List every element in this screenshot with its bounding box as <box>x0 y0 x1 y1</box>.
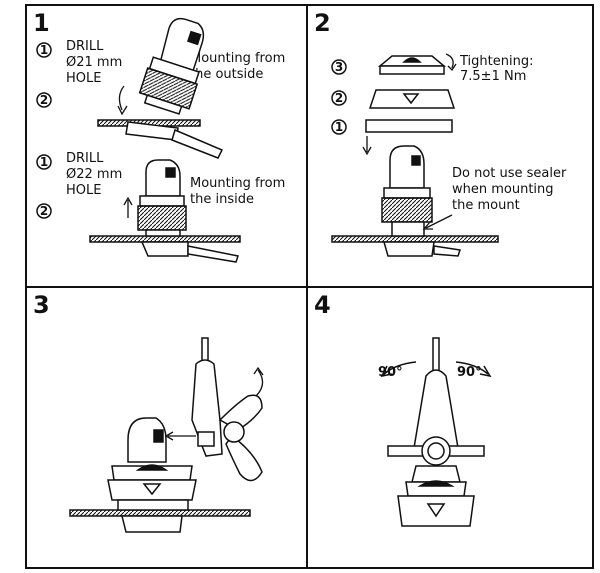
sealer-note: Do not use sealer <box>452 166 567 181</box>
panel-3: 3 <box>33 291 264 533</box>
panel-number: 2 <box>314 9 331 37</box>
torque-value: 7.5±1 Nm <box>460 69 526 84</box>
drill-size: Ø22 mm <box>66 167 122 182</box>
antenna-illustration <box>191 337 263 482</box>
angle-label-right: 90° <box>457 365 482 380</box>
panel-number: 4 <box>314 291 331 319</box>
svg-text:1: 1 <box>335 120 343 134</box>
angle-label-left: 90° <box>378 365 403 380</box>
drill-hole: HOLE <box>66 71 101 86</box>
step-marker: 1 <box>36 154 52 170</box>
svg-text:2: 2 <box>40 93 48 107</box>
step-marker: 1 <box>36 42 52 58</box>
caption-outside: Mounting from <box>190 51 285 66</box>
drill-label: DRILL <box>66 151 104 166</box>
panel-number: 3 <box>33 291 50 319</box>
sealer-note: when mounting <box>452 182 554 197</box>
svg-text:3: 3 <box>335 60 343 74</box>
caption-inside: Mounting from <box>190 176 285 191</box>
panel-number: 1 <box>33 9 50 37</box>
step-marker: 2 <box>36 92 52 108</box>
step-marker: 2 <box>36 203 52 219</box>
panel-4: 4 90° 90° <box>314 291 492 527</box>
mount-illustration <box>331 145 499 257</box>
tightening-label: Tightening: <box>459 54 533 69</box>
mount-illustration <box>69 417 251 533</box>
sealer-note: the mount <box>452 198 520 213</box>
panel-2: 2 3 2 1 Tightening: 7.5±1 Nm Do not use … <box>314 9 567 257</box>
part-marker: 2 <box>331 90 347 106</box>
caption-outside: the outside <box>190 67 263 82</box>
panel-1: 1 1 DRILL Ø21 mm HOLE 2 1 DRILL Ø22 mm H… <box>33 9 285 263</box>
svg-text:2: 2 <box>335 91 343 105</box>
washer-part <box>365 119 453 133</box>
mount-outside-illustration <box>97 17 224 159</box>
svg-text:1: 1 <box>40 155 48 169</box>
part-marker: 3 <box>331 59 347 75</box>
part-marker: 1 <box>331 119 347 135</box>
antenna-upright-illustration <box>387 337 485 527</box>
svg-text:2: 2 <box>40 204 48 218</box>
drill-label: DRILL <box>66 39 104 54</box>
drill-size: Ø21 mm <box>66 55 122 70</box>
panel-grid <box>25 4 594 569</box>
svg-text:1: 1 <box>40 43 48 57</box>
caption-inside: the inside <box>190 192 254 207</box>
nut-part <box>368 89 456 109</box>
cap-part <box>377 55 447 75</box>
drill-hole: HOLE <box>66 183 101 198</box>
mount-inside-illustration <box>89 159 241 263</box>
